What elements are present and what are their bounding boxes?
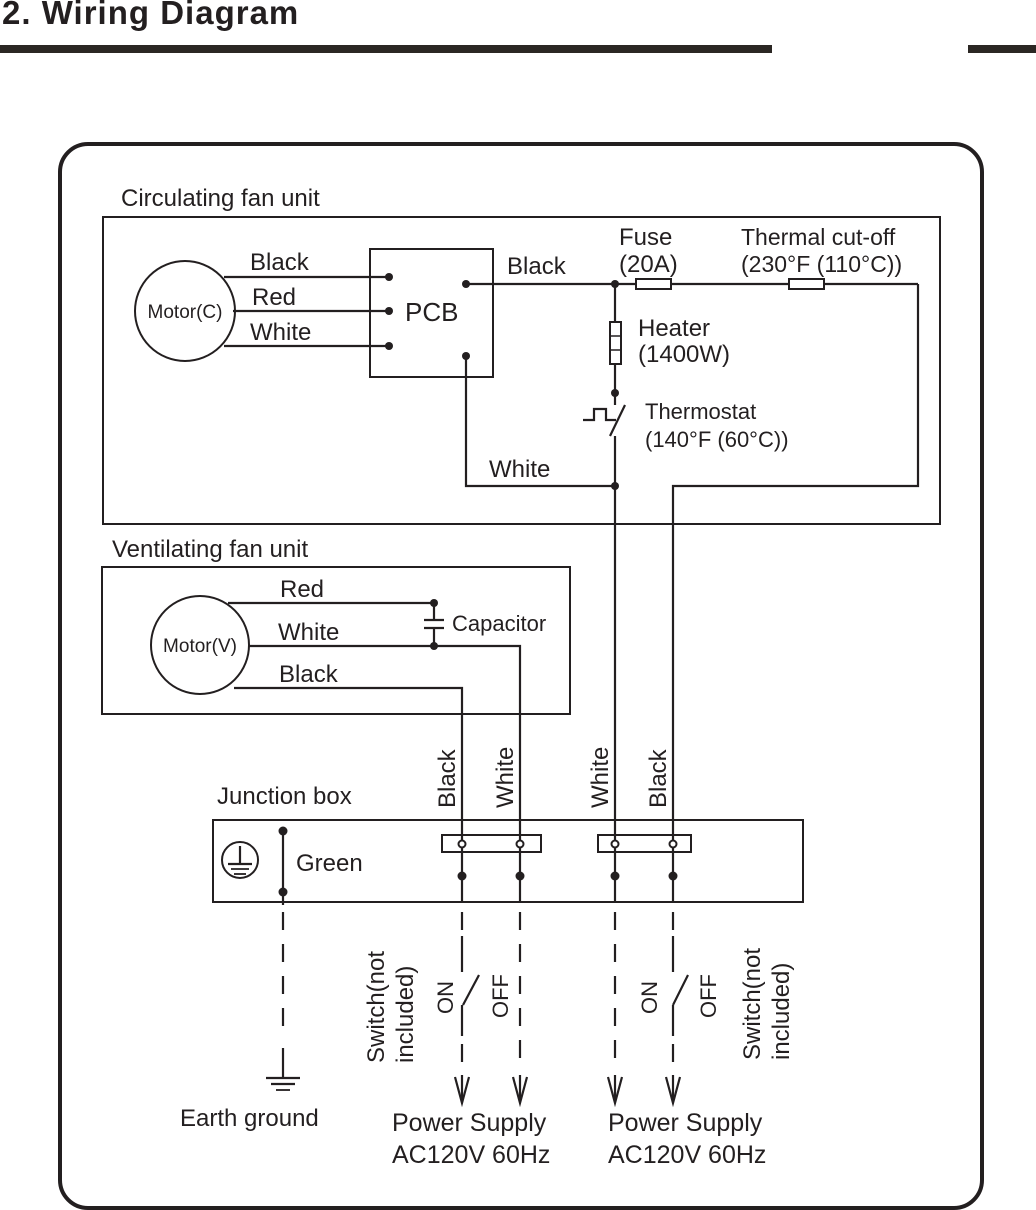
- pcb-label: PCB: [405, 297, 458, 327]
- diagram-frame: [58, 142, 984, 1210]
- switch-off-label: OFF: [488, 974, 513, 1018]
- junction-box-label: Junction box: [217, 783, 352, 810]
- power-supply-label: Power Supply: [392, 1109, 547, 1137]
- ventilating-unit-box: [101, 566, 571, 715]
- terminal-node: [668, 871, 678, 881]
- terminal-node: [610, 871, 620, 881]
- wire-black-motor-v: [234, 686, 464, 843]
- heater-rating: (1400W): [638, 341, 730, 368]
- incoming-wire-label: Black: [434, 748, 461, 808]
- supply-arrow-icon: [606, 1075, 624, 1108]
- thermostat-label: Thermostat: [645, 399, 756, 424]
- power-supply-spec: AC120V 60Hz: [392, 1141, 550, 1169]
- capacitor-label: Capacitor: [452, 611, 546, 636]
- circulating-unit-box: [102, 216, 941, 525]
- wire-black-to-junction: [671, 284, 920, 843]
- earth-icon-circle: [221, 841, 259, 879]
- title-rule: [0, 45, 772, 53]
- arrow-head: [511, 1076, 529, 1108]
- fuse-label: Fuse: [619, 224, 672, 251]
- terminal-screw: [610, 839, 620, 849]
- supply-arrow-icon: [453, 1075, 471, 1108]
- fuse-rating: (20A): [619, 251, 678, 278]
- junction-node: [611, 389, 619, 397]
- terminal-left-black: [457, 839, 467, 902]
- pcb-terminal: [385, 307, 393, 315]
- circulating-unit-label: Circulating fan unit: [121, 185, 320, 212]
- arrow-head: [664, 1076, 682, 1108]
- switch-off-label: OFF: [696, 974, 721, 1018]
- title-rule-short: [968, 45, 1036, 53]
- arrow-head: [606, 1076, 624, 1108]
- thermostat-contact: [609, 404, 626, 437]
- switch-icon: [671, 936, 689, 1036]
- wire-label-black: Black: [250, 249, 310, 276]
- motor-c: Motor(C): [134, 260, 236, 362]
- heater-label: Heater: [638, 315, 710, 342]
- motor-v-label: Motor(V): [163, 636, 237, 657]
- fuse-symbol: [635, 278, 672, 290]
- terminal-node: [515, 871, 525, 881]
- junction-box: [212, 819, 804, 903]
- wire-label-pcb-black: Black: [507, 253, 567, 280]
- thermostat-rating: (140°F (60°C)): [645, 427, 789, 452]
- thermostat-symbol: [583, 404, 626, 486]
- switch-label: Switch(not: [739, 948, 766, 1060]
- power-supply-label: Power Supply: [608, 1109, 763, 1137]
- thermostat-actuator: [583, 407, 616, 422]
- switch-label: Switch(not: [363, 951, 390, 1063]
- terminal-screw: [668, 839, 678, 849]
- supply-arrow-icon: [664, 1075, 682, 1108]
- switch-on-label: ON: [637, 981, 662, 1014]
- terminal-right-black: [668, 839, 678, 902]
- terminal-block-left: [441, 834, 542, 853]
- pcb-terminal: [385, 342, 393, 350]
- power-supply-spec: AC120V 60Hz: [608, 1141, 766, 1169]
- supply-arrow-icon: [511, 1075, 529, 1108]
- motor-c-label: Motor(C): [148, 302, 223, 323]
- switch-on-label: ON: [433, 981, 458, 1014]
- incoming-wire-label: White: [492, 747, 519, 808]
- switch-blade: [672, 974, 689, 1006]
- pcb-box: [369, 248, 494, 378]
- wire-label-red: Red: [252, 284, 296, 311]
- ventilating-unit-label: Ventilating fan unit: [112, 536, 308, 563]
- thermal-cutoff-symbol: [788, 278, 825, 290]
- capacitor-node: [430, 642, 438, 650]
- protective-earth-icon: [221, 841, 259, 879]
- terminal-block-right: [597, 834, 692, 853]
- page-title: 2. Wiring Diagram: [2, 0, 300, 31]
- terminal-screw: [457, 839, 467, 849]
- switch-blade: [462, 974, 480, 1006]
- ground-node: [278, 887, 288, 897]
- incoming-wire-label: Black: [645, 748, 672, 808]
- terminal-screw: [515, 839, 525, 849]
- wire-label-white-v: White: [278, 619, 339, 646]
- terminal-right-white: [610, 839, 620, 902]
- heater-symbol: [609, 321, 622, 365]
- ground-wire-label: Green: [296, 850, 363, 877]
- wire-label-black-v: Black: [279, 661, 339, 688]
- earth-ground-icon: [266, 1076, 300, 1091]
- capacitor-symbol: [424, 599, 444, 650]
- wire-label-red-v: Red: [280, 576, 324, 603]
- incoming-wire-label: White: [587, 747, 614, 808]
- terminal-left-white: [515, 839, 525, 902]
- switch-label: included): [768, 963, 795, 1060]
- wire-label-white: White: [250, 319, 311, 346]
- terminal-node: [457, 871, 467, 881]
- thermal-cutoff-rating: (230°F (110°C)): [741, 251, 902, 277]
- motor-v: Motor(V): [150, 595, 250, 695]
- arrow-head: [453, 1076, 471, 1108]
- thermal-cutoff-label: Thermal cut-off: [741, 224, 896, 250]
- wire-label-pcb-white: White: [489, 456, 550, 483]
- wire-white-motor-v: [249, 644, 522, 843]
- switch-icon: [460, 936, 480, 1036]
- ground-node: [278, 826, 288, 836]
- wire-white-pcb-return: [464, 356, 615, 488]
- pcb-terminal: [385, 273, 393, 281]
- switch-label: included): [392, 966, 419, 1063]
- earth-ground-label: Earth ground: [180, 1105, 319, 1132]
